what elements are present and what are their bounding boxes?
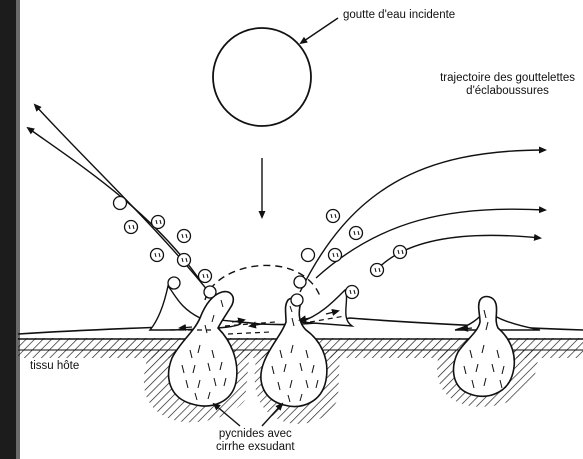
- incident-drop-label: goutte d'eau incidente: [343, 9, 455, 22]
- trajectory-label-line-1: trajectoire des gouttelettes: [440, 72, 575, 85]
- pycnidium-right: [454, 297, 515, 397]
- left-edge-band: [0, 0, 20, 459]
- trajectory-label: trajectoire des gouttelettes d'éclabouss…: [440, 72, 575, 98]
- incident-drop-pointer-arrow: [301, 18, 338, 43]
- host-tissue-label: tissu hôte: [30, 360, 79, 373]
- pycnidia-label: pycnides avec cirrhe exsudant: [216, 428, 295, 454]
- pycnidia-label-line-1: pycnides avec: [216, 428, 295, 441]
- splash-droplets: [114, 197, 407, 307]
- incident-drop: [213, 28, 311, 126]
- pycnidia-label-line-2: cirrhe exsudant: [216, 441, 295, 454]
- splash-trajectories: [28, 105, 545, 296]
- trajectory-label-line-2: d'éclaboussures: [440, 85, 575, 98]
